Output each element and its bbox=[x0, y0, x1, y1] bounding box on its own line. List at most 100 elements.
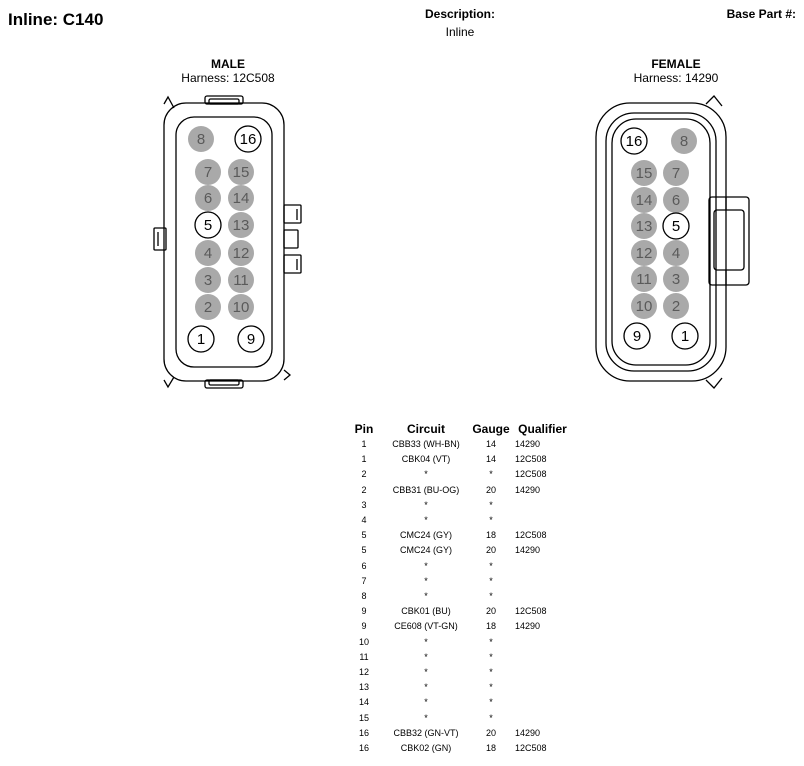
circuit-cell: * bbox=[424, 575, 428, 586]
gauge-cell: * bbox=[489, 636, 493, 647]
pin-number: 1 bbox=[681, 328, 689, 345]
gauge-cell: 20 bbox=[485, 606, 496, 617]
table-row: 13 * * bbox=[348, 680, 575, 695]
pin-cell: 15 bbox=[358, 712, 369, 723]
gauge-cell: 18 bbox=[485, 621, 496, 632]
circuit-cell: * bbox=[424, 667, 428, 678]
pin-number: 13 bbox=[233, 217, 250, 234]
pin-circle bbox=[631, 213, 657, 239]
qualifier-cell: 14290 bbox=[515, 484, 541, 495]
pin-column-header: Pin bbox=[354, 422, 374, 436]
pin-cell: 3 bbox=[361, 499, 367, 510]
male-pin-16: 16 bbox=[234, 125, 262, 153]
pin-number: 8 bbox=[197, 131, 205, 148]
pin-circle bbox=[228, 159, 254, 185]
pin-circle bbox=[671, 128, 697, 154]
description-label: Description: bbox=[424, 7, 495, 21]
table-row: 11** bbox=[348, 650, 575, 665]
pin-cell: 11 bbox=[359, 651, 369, 662]
circuit-cell: CBK01 (BU) bbox=[401, 606, 451, 617]
pin-number: 4 bbox=[672, 245, 680, 262]
male-pin-3: 3 bbox=[195, 267, 221, 293]
table-row: 9 CBK01 (BU) 20 12C508 bbox=[348, 604, 575, 619]
pin-number: 12 bbox=[636, 245, 653, 262]
pin-number: 5 bbox=[204, 217, 212, 234]
gauge-cell: 18 bbox=[485, 743, 496, 754]
pin-circle bbox=[663, 293, 689, 319]
pin-number: 10 bbox=[636, 298, 653, 315]
gauge-cell: 20 bbox=[485, 545, 496, 556]
pin-number: 2 bbox=[204, 299, 212, 316]
pin-cell: 4 bbox=[361, 515, 367, 526]
pin-circle bbox=[228, 240, 254, 266]
circuit-cell: * bbox=[424, 682, 428, 693]
circuit-cell: CBK04 (VT) bbox=[401, 454, 451, 465]
qualifier-cell bbox=[510, 574, 575, 589]
circuit-cell: * bbox=[424, 499, 428, 510]
gauge-cell: * bbox=[489, 469, 493, 480]
pin-number: 14 bbox=[233, 190, 250, 207]
female-pin-8: 8 bbox=[671, 128, 697, 154]
pin-cell: 13 bbox=[358, 682, 369, 693]
pin-number: 12 bbox=[233, 245, 250, 262]
qualifier-cell bbox=[510, 635, 575, 650]
pin-cell: 5 bbox=[361, 545, 367, 556]
gauge-cell: * bbox=[489, 560, 493, 571]
circuit-cell: CBB31 (BU-OG) bbox=[392, 484, 460, 495]
gauge-cell: 14 bbox=[485, 439, 496, 449]
pin-cell: 16 bbox=[358, 743, 369, 754]
qualifier-cell: 12C508 bbox=[515, 606, 547, 617]
pin-circle bbox=[228, 267, 254, 293]
male-pin-15: 15 bbox=[228, 159, 254, 185]
pin-circle bbox=[671, 322, 699, 350]
pin-circle bbox=[663, 160, 689, 186]
qualifier-cell bbox=[510, 680, 575, 695]
qualifier-cell: 14290 bbox=[515, 439, 541, 449]
qualifier-cell bbox=[510, 695, 575, 710]
female-pin-15: 15 bbox=[631, 160, 657, 186]
pin-cell: 9 bbox=[361, 621, 367, 632]
circuit-cell: CMC24 (GY) bbox=[399, 530, 452, 541]
circuit-cell: * bbox=[424, 591, 428, 602]
male-harness-label: Harness: 12C508 bbox=[181, 71, 275, 85]
qualifier-cell bbox=[510, 513, 575, 528]
female-pin-16: 16 bbox=[620, 127, 648, 155]
pin-circle bbox=[195, 185, 221, 211]
table-row: 4** bbox=[348, 513, 575, 528]
pin-circle bbox=[662, 212, 690, 240]
female-pin-12: 12 bbox=[631, 240, 657, 266]
gauge-cell: * bbox=[489, 499, 493, 510]
table-row: 7** bbox=[348, 574, 575, 589]
male-pin-12: 12 bbox=[228, 240, 254, 266]
qualifier-cell: 14290 bbox=[515, 727, 541, 738]
pin-cell: 12 bbox=[358, 667, 369, 678]
table-row: 8** bbox=[348, 589, 575, 604]
gauge-cell: * bbox=[489, 682, 493, 693]
pin-cell: 2 bbox=[361, 484, 367, 495]
female-pin-7: 7 bbox=[663, 160, 689, 186]
female-pin-1: 1 bbox=[671, 322, 699, 350]
table-row: 15** bbox=[348, 711, 575, 726]
pin-circle bbox=[195, 159, 221, 185]
qualifier-column-header: Qualifier bbox=[518, 422, 567, 436]
qualifier-cell: 12C508 bbox=[515, 743, 547, 754]
gauge-cell: 18 bbox=[485, 530, 496, 541]
circuit-column-header: Circuit bbox=[406, 422, 445, 436]
pin-cell: 2 bbox=[361, 469, 367, 480]
table-row: 6** bbox=[348, 559, 575, 574]
pin-cell: 9 bbox=[361, 606, 367, 617]
gauge-cell: 20 bbox=[485, 727, 496, 738]
circuit-cell: CMC24 (GY) bbox=[399, 545, 452, 556]
female-connector-housing bbox=[595, 95, 750, 389]
circuit-cell: * bbox=[424, 515, 428, 526]
gauge-cell: * bbox=[489, 712, 493, 723]
pin-circle bbox=[631, 293, 657, 319]
female-pin-13: 13 bbox=[631, 213, 657, 239]
gauge-column-header: Gauge bbox=[472, 422, 510, 436]
